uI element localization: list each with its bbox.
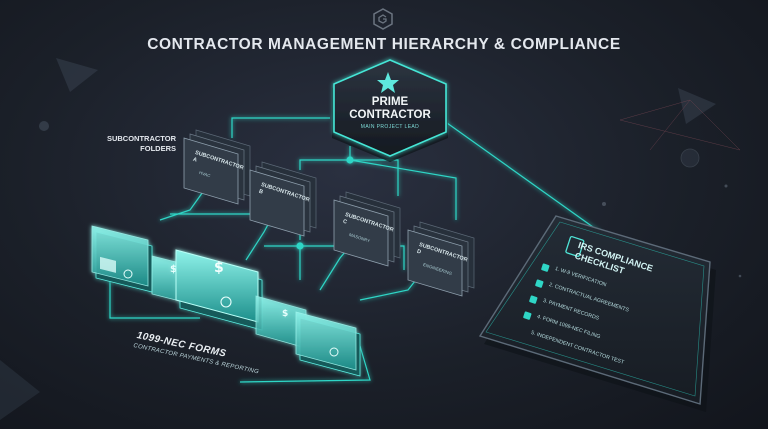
check-circle-icon-main	[220, 296, 232, 308]
dollar-icon-2: $	[282, 309, 288, 319]
page-title: CONTRACTOR MANAGEMENT HIERARCHY & COMPLI…	[147, 36, 621, 53]
compliance-tablet	[478, 215, 716, 412]
subcontractor-folders-label: SUBCONTRACTOR FOLDERS	[106, 134, 176, 153]
prime-contractor-label: PRIME CONTRACTOR	[349, 96, 431, 121]
dollar-icon-main: $	[214, 260, 224, 276]
folder-c	[333, 191, 401, 267]
folder-b	[249, 161, 317, 237]
prime-contractor-node	[332, 59, 448, 162]
prime-contractor-subtitle: MAIN PROJECT LEAD	[360, 124, 420, 130]
folder-a	[183, 129, 251, 205]
check-icons	[523, 263, 550, 320]
brand-logo-icon	[373, 8, 393, 30]
forms-stacks: $ $ $	[91, 225, 361, 377]
dollar-icon: $	[170, 264, 177, 275]
subcontractor-folders	[183, 129, 475, 297]
background-decor	[0, 58, 742, 420]
star-icon	[377, 72, 399, 93]
check-circle-icon-2	[329, 347, 339, 357]
folder-d	[407, 221, 475, 297]
check-circle-icon	[123, 269, 133, 279]
form-stack-5	[295, 311, 361, 377]
form-stack-1	[91, 225, 153, 293]
clipboard-icon	[565, 235, 585, 257]
